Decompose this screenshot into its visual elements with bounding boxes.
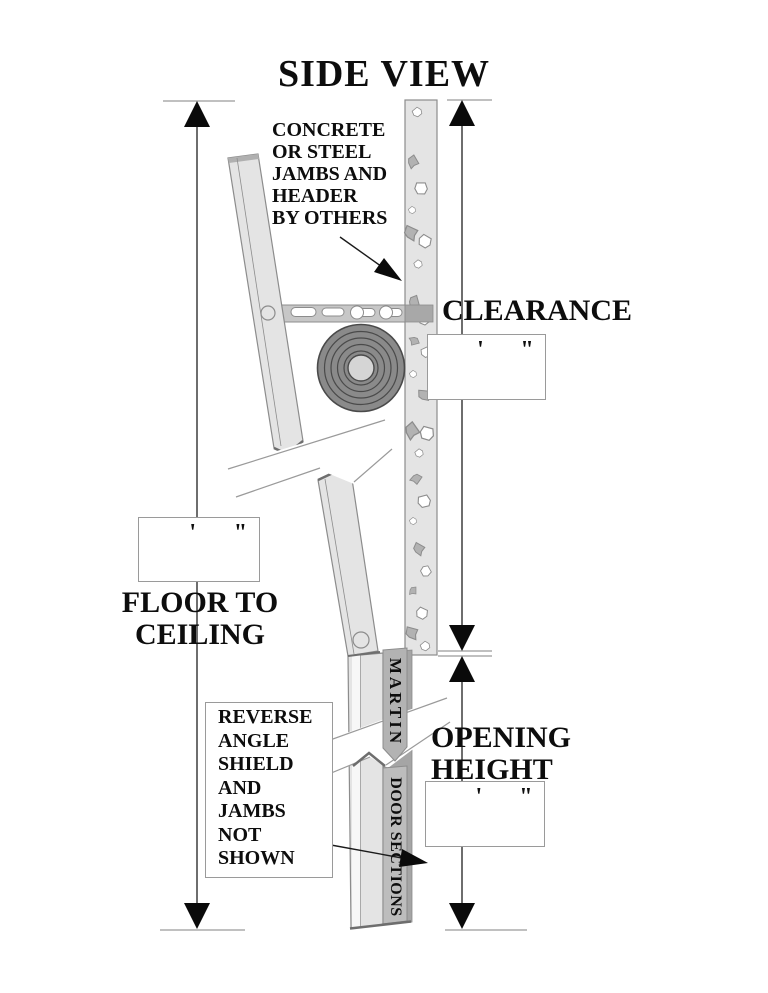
break-line-upper	[227, 418, 393, 499]
clearance-feet-mark: '	[477, 337, 484, 363]
jambs-note-line: CONCRETE	[272, 119, 386, 141]
floor-to-ceiling-label: FLOOR TO CEILING	[110, 587, 290, 651]
opening-height-label-line: HEIGHT	[431, 753, 553, 786]
jambs-note-line: OR STEEL	[272, 141, 372, 163]
shield-note-pointer-arrow	[319, 842, 428, 867]
door-sections-strip	[349, 751, 412, 930]
shield-note-box: REVERSE ANGLE SHIELD AND JAMBS NOT SHOWN	[205, 702, 333, 878]
opening-height-feet-mark: '	[475, 784, 483, 810]
brand-banner	[382, 647, 408, 762]
mounting-bracket	[267, 304, 434, 323]
opening-height-value-box: ' "	[425, 781, 545, 847]
opening-height-label-line: OPENING	[431, 721, 572, 754]
jambs-note-pointer-arrow	[339, 236, 402, 281]
clearance-inches-mark: "	[520, 337, 534, 363]
door-coil	[316, 323, 406, 413]
floor-to-ceiling-label-line: CEILING	[134, 618, 266, 651]
door-sections-label: DOOR SECTIONS	[387, 777, 404, 917]
door-brand-label: MARTIN	[386, 657, 405, 747]
floor-to-ceiling-value-box: ' "	[138, 517, 260, 582]
lower-track-member	[317, 470, 379, 657]
page-title: SIDE VIEW	[277, 53, 491, 95]
shield-note-line: JAMBS	[218, 800, 286, 822]
clearance-label: CLEARANCE	[442, 294, 633, 327]
floor-to-ceiling-label-line: FLOOR TO	[121, 586, 279, 619]
jambs-note-line: BY OTHERS	[272, 207, 388, 229]
floor-to-ceiling-feet-mark: '	[189, 520, 197, 546]
clearance-value-box: ' "	[427, 334, 546, 400]
shield-note-line: NOT	[218, 823, 262, 846]
shield-note-line: SHOWN	[218, 847, 295, 869]
opening-height-inches-mark: "	[519, 784, 533, 810]
jambs-note-line: JAMBS AND	[272, 163, 388, 185]
opening-height-label: OPENING HEIGHT	[431, 722, 571, 786]
shield-note-line: REVERSE	[218, 706, 313, 728]
jambs-note-line: HEADER	[272, 185, 358, 207]
shield-note-line: SHIELD	[218, 753, 294, 775]
floor-to-ceiling-dimension-arrow	[160, 100, 245, 931]
floor-to-ceiling-inches-mark: "	[233, 520, 248, 546]
shield-note-line: ANGLE	[218, 729, 290, 752]
jambs-note: CONCRETE OR STEEL JAMBS AND HEADER BY OT…	[272, 119, 387, 229]
shield-note-line: AND	[218, 776, 262, 799]
